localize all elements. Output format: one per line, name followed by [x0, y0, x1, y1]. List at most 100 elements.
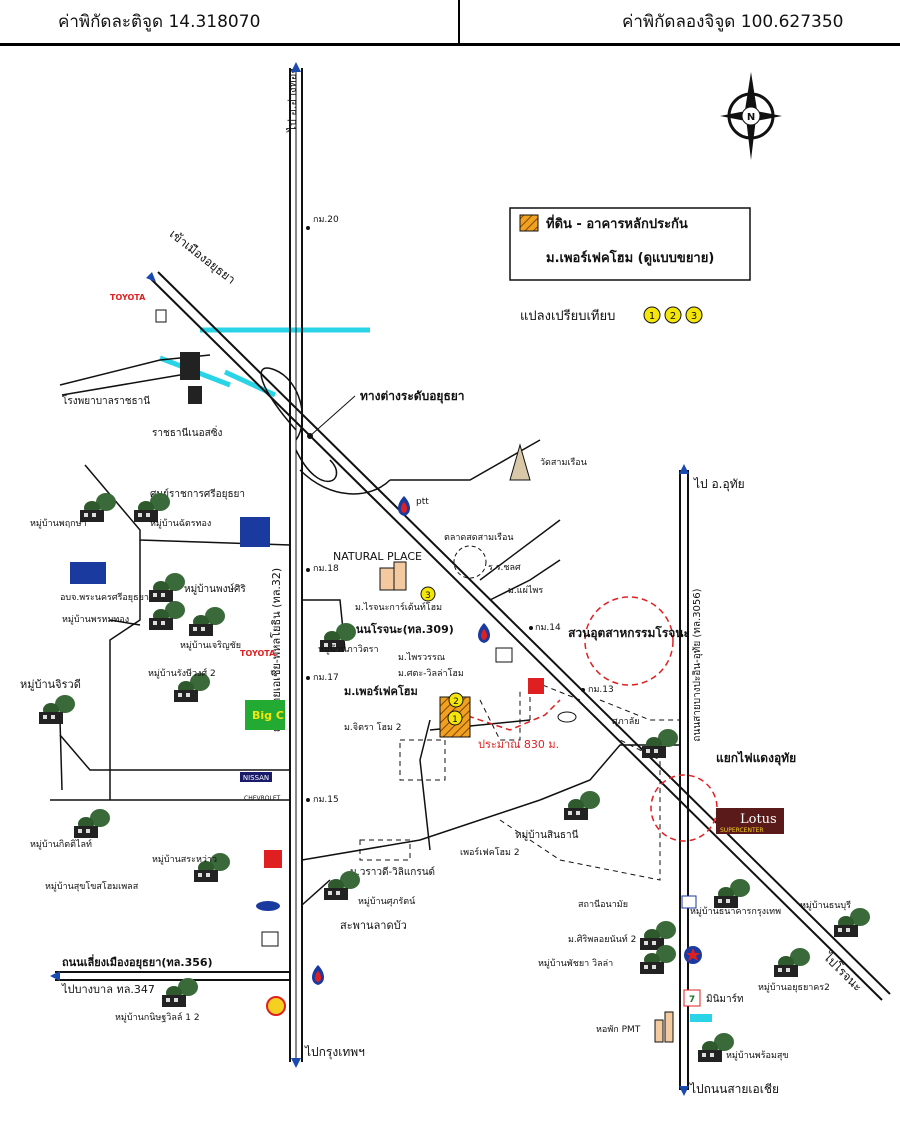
- compare-legend-label: แปลงเปรียบเทียบ: [520, 308, 615, 324]
- government-center-icon: [240, 517, 270, 547]
- isuzu-logo: [264, 850, 282, 868]
- natural-place-label: NATURAL PLACE: [333, 550, 422, 563]
- distance-route: [467, 699, 561, 731]
- header-divider: [458, 0, 460, 46]
- latitude-label: ค่าพิกัดละติจูด 14.318070: [58, 12, 261, 32]
- sinthani-label: หมู่บ้านสินธานี: [515, 829, 579, 841]
- interchange-leader: [309, 395, 356, 437]
- village-label-3: หมู่บ้านพงษ์ศิริ: [184, 583, 246, 595]
- legend-compare-3: 3: [691, 311, 697, 322]
- village-tree-icon-14: [642, 729, 678, 758]
- village-tree-icon-12: [324, 871, 360, 900]
- village-tree-icon-2: [134, 493, 170, 522]
- minimart-label: มินิมาร์ท: [706, 993, 744, 1005]
- dormitory-label: หอพัก PMT: [596, 1025, 641, 1035]
- km14-marker: [529, 626, 533, 630]
- village-label-13: หมู่บ้านศุภรัตน์: [358, 895, 415, 907]
- compare-marker-2: [448, 692, 464, 708]
- north-direction-arrow-icon: [291, 62, 301, 72]
- rojana-industrial-label: สวนอุตสาหกรรมโรจนะ: [568, 625, 690, 641]
- interchange: [260, 367, 391, 495]
- lotus-sub-label: SUPERCENTER: [720, 827, 764, 834]
- uthai-road: [679, 470, 689, 1090]
- provincial-office-label: อบจ.พระนครศรีอยุธยา: [60, 592, 149, 603]
- village-label-15: หมู่บ้านธนาคารกรุงเทพ: [690, 906, 781, 917]
- to-angthong-label: ไป อ.อ่างทอง: [286, 68, 299, 133]
- to-uthai-label: ไป อ.อุทัย: [693, 477, 745, 492]
- college-building-icon: [188, 386, 202, 404]
- rojana-industrial-circle: [584, 596, 674, 686]
- temple-label: วัดสามเรือน: [540, 457, 587, 468]
- village-label-20: หมู่บ้านพร้อมสุข: [726, 1050, 789, 1061]
- village-label-14: ศุภาลัย: [612, 717, 640, 727]
- village-label-10: หมู่บ้านสระหว่าว: [152, 854, 217, 865]
- praiwan-label: ม.ไพรวรรณ: [398, 652, 445, 663]
- village-tree-icon-16: [834, 908, 870, 937]
- village-label-16: หมู่บ้านธนบุรี: [800, 900, 851, 911]
- village-tree-icon-5: [189, 607, 225, 636]
- big-c-icon: [245, 700, 285, 730]
- phaeprai-label: ม.แผ่ไพร: [508, 585, 543, 596]
- village-tree-icon-8: [74, 809, 110, 838]
- km20-marker: [306, 226, 310, 230]
- south-direction-arrow-icon: [291, 1058, 301, 1068]
- to-saraburi-label: ไปถนนสายเอเชีย: [689, 1082, 779, 1096]
- village-label-5: หมู่บ้านเจริญชัย: [180, 640, 241, 651]
- nissan-logo: [240, 772, 272, 782]
- village-label-6: หมู่บ้านรังษีวงศ์ 2: [148, 667, 216, 679]
- svg-text:N: N: [747, 112, 755, 123]
- village-tree-icon-3: [149, 573, 185, 602]
- provincial-office-icon: [70, 562, 106, 584]
- clinic-icon: [681, 895, 697, 909]
- legend-compare-1: 1: [649, 311, 655, 322]
- perfect-home-label: ม.เพอร์เฟคโฮม: [344, 684, 418, 698]
- village-tree-icon-17: [774, 948, 810, 977]
- village-tree-icon-13: [564, 791, 600, 820]
- village-tree-icon-11: [162, 978, 198, 1007]
- seven-eleven-icon: [683, 989, 701, 1007]
- village-tree-icon-4: [149, 601, 185, 630]
- village-label-12: หมู่บ้านกนิษฐวิลล์ 1 2: [115, 1011, 200, 1023]
- km18-label: กม.18: [313, 564, 339, 574]
- interchange-label: ทางต่างระดับอยุธยา: [360, 389, 465, 404]
- chevrolet-logo: CHEVROLET: [244, 795, 281, 802]
- jitra-home-label: ม.จิตรา โฮม 2: [344, 722, 402, 733]
- secondary-roads: [50, 354, 680, 906]
- village-tree-icon-1: [80, 493, 116, 522]
- km20-label: กม.20: [313, 215, 339, 225]
- km17-marker: [306, 676, 310, 680]
- market-label: ตลาดสดสามเรือน: [444, 532, 514, 543]
- lotus-label: Lotus: [740, 812, 777, 827]
- legend-box: [509, 207, 751, 281]
- perfect-home-2-label: เพอร์เฟคโฮม 2: [460, 846, 520, 858]
- toyota-logo-2: TOYOTA: [240, 649, 276, 658]
- bypass-arrow-icon: [50, 971, 60, 981]
- compare-marker-1: [447, 710, 463, 726]
- village-label-17: หมู่บ้านอยุธยาคร2: [758, 982, 830, 993]
- small-building-icon: [155, 309, 167, 323]
- uthai-junction-circle: [650, 774, 718, 842]
- location-map: ไป อ.อ่างทอง ถนนสายเอเชีย-พหลโยธิน (ทล.3…: [20, 62, 891, 1096]
- village-label-19: หมู่บ้านพัชยา วิลล่า: [538, 958, 613, 969]
- km18-marker: [306, 568, 310, 572]
- toyota-logo-1: TOYOTA: [110, 293, 146, 302]
- village-label-1: หมู่บ้านพฤกษา: [30, 518, 87, 529]
- rojana-garden-label: ม.ไรจนะการ์เด้นท์โฮม: [355, 601, 442, 613]
- km15-label: กม.15: [313, 795, 339, 805]
- legend-line-2: ม.เพอร์เฟคโฮม (ดูแบบขยาย): [546, 249, 714, 266]
- compare-marker-1-number: 1: [452, 715, 458, 725]
- ford-logo: [256, 901, 280, 911]
- ptt-fuel-icon-1: [398, 496, 410, 516]
- shell-fuel-icon: [266, 996, 286, 1016]
- ayutthaya-arrow-icon: [146, 272, 156, 282]
- temple-icon: [509, 443, 531, 481]
- warawadee-label: ม.วราวดี-วิลิแกรนด์: [350, 866, 435, 878]
- coordinate-header: ค่าพิกัดละติจูด 14.318070 ค่าพิกัดลองจิจ…: [0, 0, 900, 46]
- lotus-logo: [716, 808, 784, 834]
- compare-marker-3: [420, 586, 436, 602]
- uthai-north-arrow-icon: [679, 464, 689, 474]
- svg-text:7: 7: [689, 995, 695, 1005]
- dashed-roads: [359, 679, 680, 881]
- bypass-label: ถนนเลี่ยงเมืองอยุธยา(ทล.356): [62, 954, 213, 970]
- legend-compare-2: 2: [670, 311, 676, 322]
